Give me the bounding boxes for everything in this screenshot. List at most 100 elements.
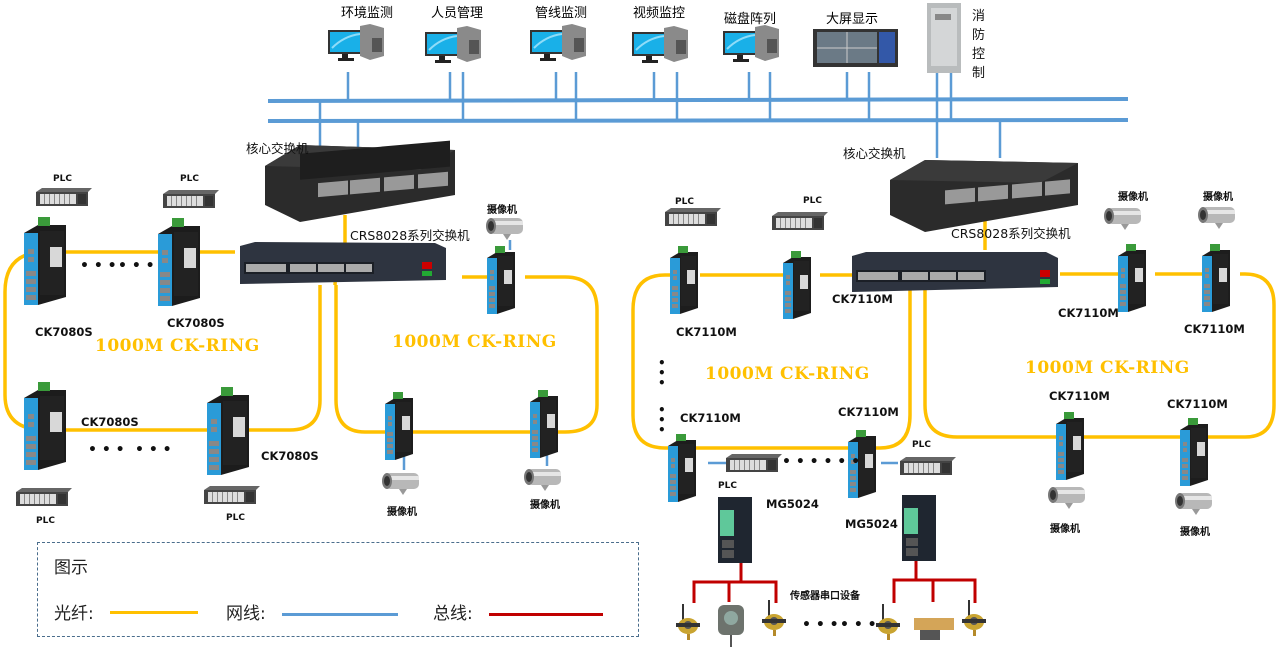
sensor-icon <box>876 604 900 640</box>
terminal-label-vertical: 消防控制 <box>972 9 986 81</box>
plc-label: PLC <box>36 516 55 526</box>
gateway-model-label: MG5024 <box>845 517 898 531</box>
plc-label: PLC <box>912 440 931 450</box>
core-switch-left-icon <box>265 140 455 222</box>
terminal-label: 大屏显示 <box>826 12 879 27</box>
industrial-switch-icon <box>1180 418 1208 486</box>
ellipsis: • • • <box>118 258 155 274</box>
industrial-switch-icon <box>487 246 515 314</box>
industrial-switch-icon <box>670 246 698 314</box>
ring-label: 1000M CK-RING <box>392 332 557 352</box>
gateway-model-label: MG5024 <box>766 497 819 511</box>
sensor-icon <box>676 604 700 640</box>
plc-label: PLC <box>803 196 822 206</box>
switch-model-label: CK7110M <box>1184 322 1245 336</box>
industrial-switch-icon <box>158 218 200 306</box>
sensor-devices-label: 传感器串口设备 <box>790 591 860 602</box>
ring-label: 1000M CK-RING <box>1025 358 1190 378</box>
ellipsis: • • • • • • <box>782 454 861 470</box>
switch-model-label: CK7080S <box>261 449 319 463</box>
camera-label: 摄像机 <box>1118 192 1148 203</box>
aggregation-switch-label: CRS8028系列交换机 <box>951 226 1071 241</box>
camera-icon <box>1104 208 1141 230</box>
camera-icon <box>524 469 561 491</box>
industrial-switch-icon <box>1118 244 1146 312</box>
switch-model-label: CK7110M <box>676 325 737 339</box>
legend-bus-label: 总线: <box>433 604 473 624</box>
terminal-label: 管线监测 <box>535 6 588 21</box>
plc-label: PLC <box>180 174 199 184</box>
terminal-label: 视频监控 <box>633 6 686 21</box>
camera-icon <box>1048 487 1085 509</box>
sensor-icon <box>718 605 744 647</box>
switch-model-label: CK7110M <box>838 405 899 419</box>
gateway-icon <box>902 495 936 561</box>
camera-label: 摄像机 <box>530 500 560 511</box>
desktop-computer-icon <box>722 24 780 63</box>
desktop-computer-icon <box>631 25 689 64</box>
terminal-label: 人员管理 <box>431 6 484 21</box>
vertical-ellipsis: ••• <box>658 403 666 437</box>
plc-icon <box>163 190 219 208</box>
vertical-ellipsis: ••• <box>658 356 666 390</box>
industrial-switch-icon <box>207 387 249 475</box>
plc-icon <box>36 188 92 206</box>
legend-fiber-label: 光纤: <box>54 604 94 624</box>
sensor-icon <box>962 600 986 636</box>
sensor-icon <box>914 618 954 640</box>
industrial-switch-icon <box>24 382 66 470</box>
industrial-switch-icon <box>783 251 811 319</box>
camera-label: 摄像机 <box>487 205 517 216</box>
legend-ethernet-label: 网线: <box>226 604 266 624</box>
industrial-switch-icon <box>530 390 558 458</box>
fire-control-cabinet-icon <box>927 3 961 73</box>
aggregation-switch-label: CRS8028系列交换机 <box>350 228 470 243</box>
plc-icon <box>16 488 72 506</box>
ring-label: 1000M CK-RING <box>95 336 260 356</box>
industrial-switch-icon <box>668 434 696 502</box>
video-wall-icon <box>813 29 898 67</box>
desktop-computer-icon <box>327 23 385 62</box>
industrial-switch-icon <box>385 392 413 460</box>
terminal-label: 环境监测 <box>341 6 394 21</box>
terminal-label: 磁盘阵列 <box>724 12 777 27</box>
switch-model-label: CK7110M <box>1049 389 1110 403</box>
desktop-computer-icon <box>529 23 587 62</box>
core-switch-right-icon <box>890 160 1078 232</box>
plc-icon <box>726 454 782 472</box>
ellipsis: • • • <box>88 442 125 458</box>
ellipsis: • • • <box>840 617 877 633</box>
ellipsis: • • • <box>135 442 172 458</box>
plc-icon <box>772 212 828 230</box>
aggregation-switch-right-icon <box>852 252 1058 292</box>
ring-label: 1000M CK-RING <box>705 364 870 384</box>
legend-title: 图示 <box>54 558 88 578</box>
switch-model-label: CK7080S <box>81 415 139 429</box>
industrial-switch-icon <box>24 217 66 305</box>
camera-label: 摄像机 <box>1203 192 1233 203</box>
desktop-computer-icon <box>424 25 482 64</box>
camera-icon <box>382 473 419 495</box>
gateway-icon <box>718 497 752 563</box>
camera-icon <box>486 218 523 240</box>
ellipsis: • • • <box>80 258 117 274</box>
plc-label: PLC <box>53 174 72 184</box>
industrial-switch-icon <box>1056 412 1084 480</box>
plc-label: PLC <box>718 481 737 491</box>
ellipsis: • • • <box>802 617 839 633</box>
legend: 图示 光纤: 网线: 总线: <box>37 542 639 637</box>
legend-ethernet-line <box>282 613 398 616</box>
plc-icon <box>204 486 260 504</box>
switch-model-label: CK7110M <box>1058 306 1119 320</box>
plc-icon <box>665 208 721 226</box>
switch-model-label: CK7110M <box>1167 397 1228 411</box>
camera-label: 摄像机 <box>387 507 417 518</box>
sensor-icon <box>762 600 786 636</box>
camera-icon <box>1198 207 1235 229</box>
plc-icon <box>900 457 956 475</box>
plc-label: PLC <box>226 513 245 523</box>
legend-fiber-line <box>110 611 198 614</box>
core-switch-label: 核心交换机 <box>843 146 906 161</box>
